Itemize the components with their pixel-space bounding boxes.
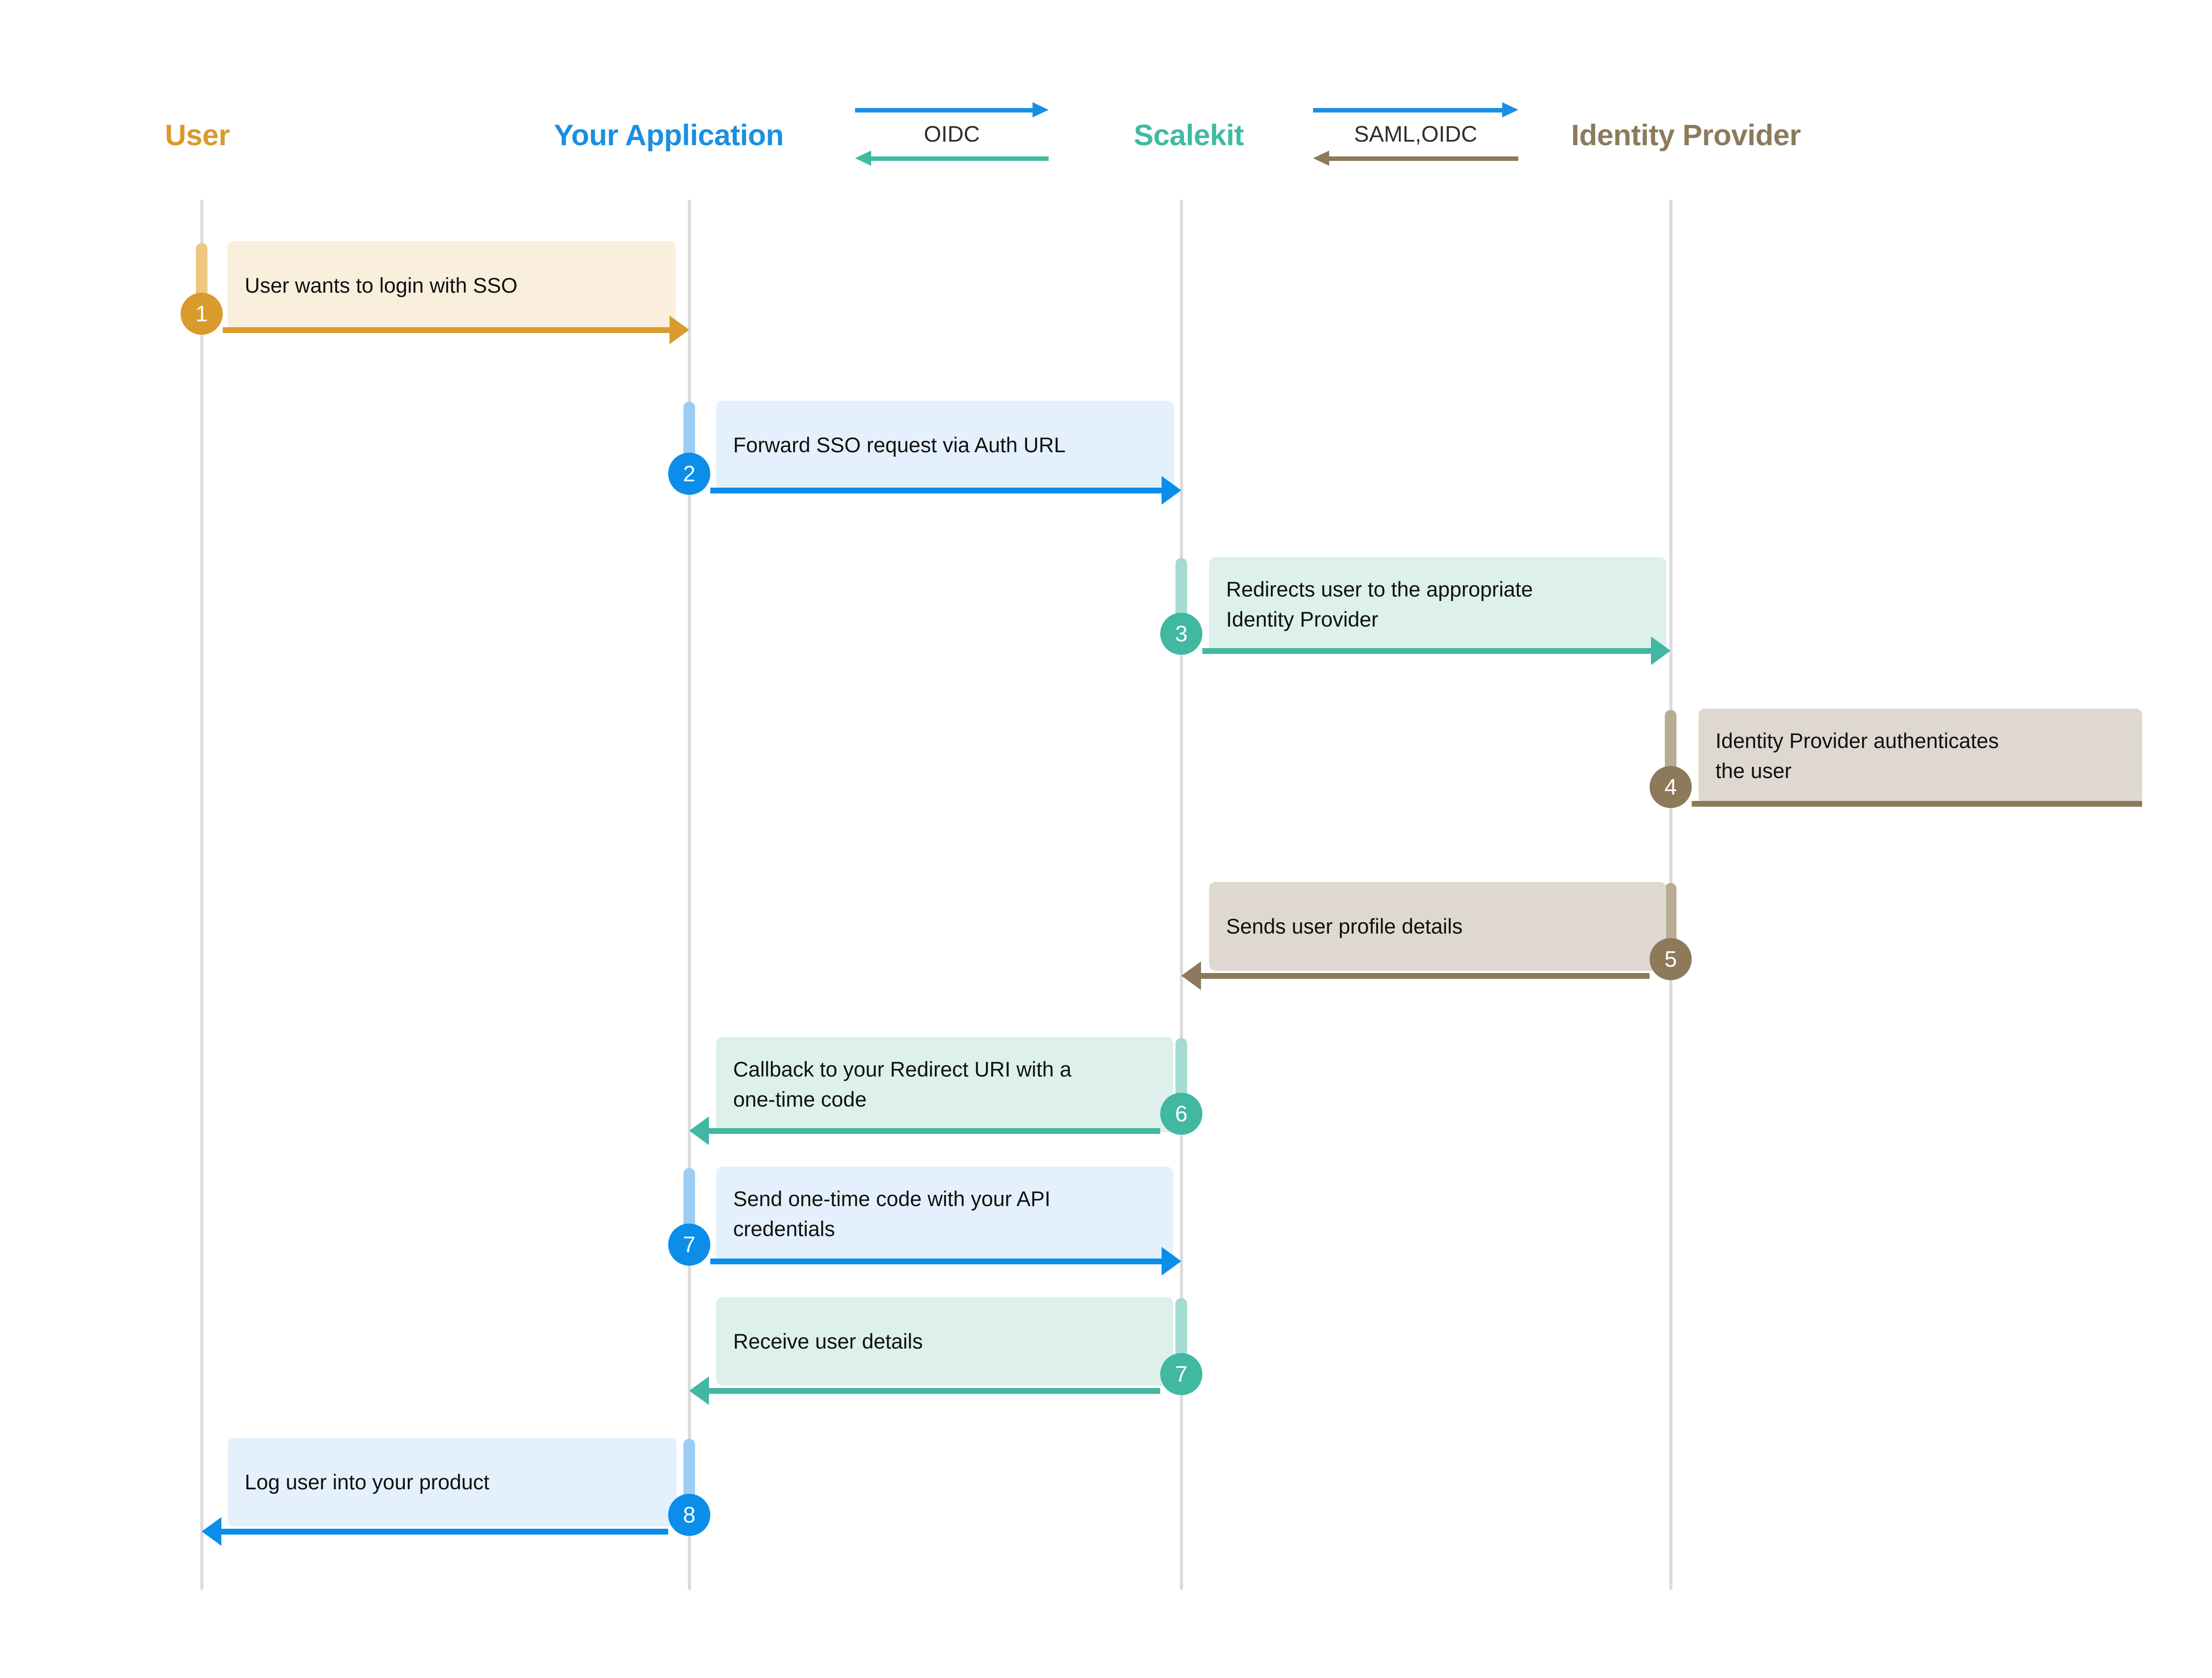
message-note: Callback to your Redirect URI with a one…: [716, 1037, 1173, 1132]
message-text: User wants to login with SSO: [245, 273, 518, 297]
message-note: User wants to login with SSO: [228, 241, 676, 330]
arrow-left-icon: [689, 1116, 709, 1145]
message-arrow-shaft: [707, 1128, 1160, 1134]
arrow-left-icon: [202, 1517, 221, 1546]
message-text: Sends user profile details: [1226, 914, 1463, 938]
message-note: Receive user details: [716, 1297, 1173, 1386]
step-badge[interactable]: 3: [1160, 613, 1202, 655]
message-arrow-shaft: [710, 488, 1163, 493]
message-arrow-shaft: [1692, 801, 2142, 807]
message-note: Redirects user to the appropriate Identi…: [1209, 557, 1666, 652]
message-note: Send one-time code with your API credent…: [716, 1167, 1173, 1262]
protocol-label-saml-oidc: SAML,OIDC: [1354, 121, 1478, 147]
message-text: Identity Provider authenticates the user: [1715, 729, 1999, 783]
participant-label-user: User: [165, 118, 230, 151]
message-arrow-shaft: [707, 1388, 1160, 1394]
arrow-right-icon: [1162, 1247, 1181, 1276]
participant-label-scalekit: Scalekit: [1134, 118, 1244, 151]
message-arrow-shaft: [220, 1529, 668, 1535]
message-note: Log user into your product: [228, 1438, 677, 1527]
arrow-left-icon: [855, 151, 1049, 166]
step-badge[interactable]: 1: [181, 293, 223, 335]
message-arrow-shaft: [223, 327, 671, 333]
arrow-right-icon: [1162, 476, 1181, 505]
arrow-right-icon: [1313, 102, 1518, 117]
message-text: Callback to your Redirect URI with a one…: [733, 1057, 1071, 1111]
step-badge[interactable]: 8: [668, 1494, 710, 1536]
message-arrow-shaft: [1202, 648, 1653, 654]
message-note: Identity Provider authenticates the user: [1698, 709, 2142, 804]
step-badge[interactable]: 4: [1650, 766, 1692, 808]
message-arrow-shaft: [710, 1258, 1163, 1264]
participant-label-app: Your Application: [554, 118, 784, 151]
lifeline-app: [688, 199, 691, 1590]
message-text: Forward SSO request via Auth URL: [733, 432, 1066, 457]
step-badge[interactable]: 6: [1160, 1093, 1202, 1135]
arrow-right-icon: [1651, 636, 1671, 665]
lifeline-scalekit: [1180, 199, 1183, 1590]
arrow-left-icon: [1181, 961, 1201, 990]
arrow-left-icon: [1313, 151, 1518, 166]
step-badge[interactable]: 7: [1160, 1353, 1202, 1395]
message-note: Sends user profile details: [1209, 882, 1666, 971]
protocol-group-saml-oidc: SAML,OIDC: [1313, 102, 1518, 166]
arrow-left-icon: [689, 1376, 709, 1405]
step-badge[interactable]: 2: [668, 453, 710, 495]
message-text: Redirects user to the appropriate Identi…: [1226, 577, 1533, 631]
lifeline-user: [200, 199, 203, 1590]
message-text: Send one-time code with your API credent…: [733, 1187, 1051, 1241]
protocol-label-oidc: OIDC: [924, 121, 980, 147]
step-badge[interactable]: 7: [668, 1224, 710, 1266]
step-badge[interactable]: 5: [1650, 938, 1692, 980]
participant-label-idp: Identity Provider: [1571, 118, 1801, 151]
arrow-right-icon: [670, 316, 689, 344]
message-text: Receive user details: [733, 1329, 923, 1353]
message-arrow-shaft: [1199, 973, 1650, 979]
protocol-group-oidc: OIDC: [855, 102, 1049, 166]
arrow-right-icon: [855, 102, 1049, 117]
message-text: Log user into your product: [245, 1470, 490, 1494]
message-note: Forward SSO request via Auth URL: [716, 401, 1174, 489]
